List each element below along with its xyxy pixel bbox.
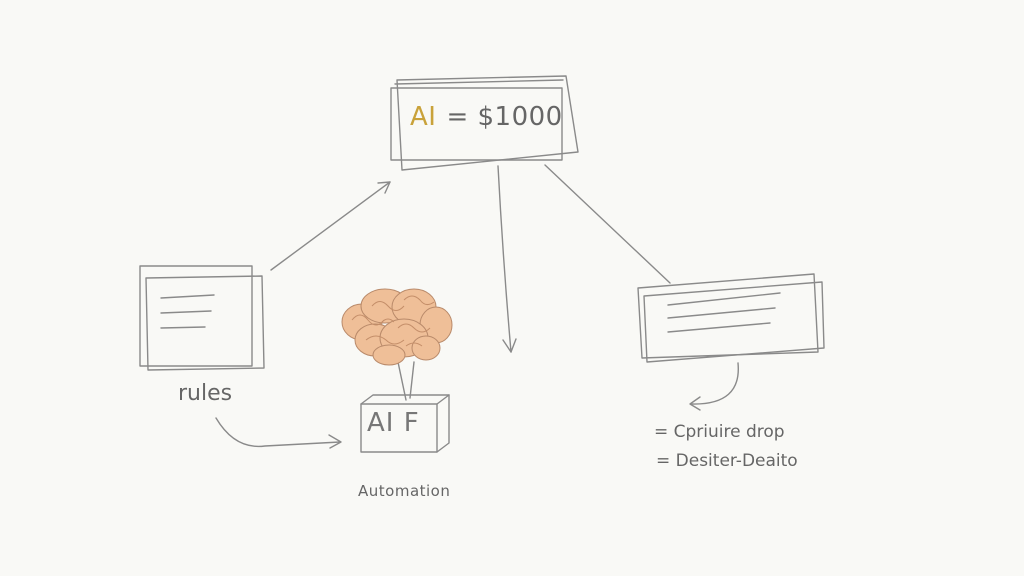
right-note-2: = Desiter-Deaito bbox=[656, 451, 798, 471]
brain-icon bbox=[341, 288, 453, 366]
arrow-top-down bbox=[497, 165, 517, 353]
arrow-left-to-top bbox=[270, 181, 391, 271]
right-box bbox=[637, 273, 825, 363]
brain-stem bbox=[397, 361, 415, 401]
top-box-label: AI = $1000 bbox=[410, 104, 563, 130]
cube-label: AI F bbox=[367, 408, 420, 438]
automation-label: Automation bbox=[358, 482, 451, 500]
right-note-1: = Cpriuire drop bbox=[654, 422, 785, 442]
line-top-to-right bbox=[544, 164, 671, 284]
left-box bbox=[139, 265, 265, 371]
arrow-rules-to-cube bbox=[215, 417, 342, 449]
arrow-right-return bbox=[689, 362, 739, 411]
price-text: = $1000 bbox=[446, 102, 563, 132]
top-box bbox=[390, 75, 579, 171]
ai-text: AI bbox=[410, 102, 437, 132]
rules-label: rules bbox=[178, 381, 233, 406]
